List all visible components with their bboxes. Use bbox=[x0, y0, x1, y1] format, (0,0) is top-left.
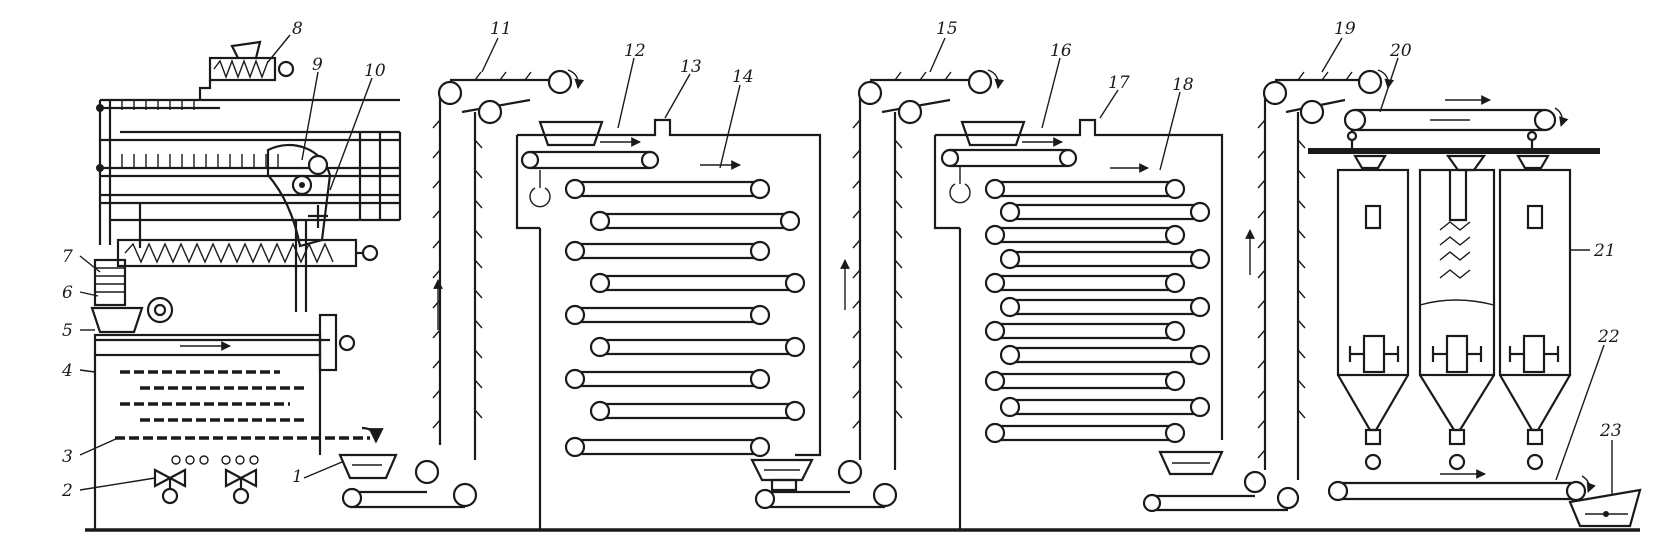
label-18: 18 bbox=[1172, 75, 1194, 95]
bucket-elevator-2 bbox=[754, 69, 1005, 510]
label-17: 17 bbox=[1108, 73, 1130, 93]
leader-lines bbox=[79, 34, 1613, 495]
label-4: 4 bbox=[61, 361, 73, 381]
bucket-elevator-1 bbox=[341, 69, 585, 509]
label-2: 2 bbox=[61, 481, 73, 501]
dryer-1 bbox=[515, 118, 822, 530]
label-11: 11 bbox=[490, 19, 512, 39]
label-6: 6 bbox=[62, 283, 73, 303]
dryer-2 bbox=[933, 118, 1224, 530]
storage-bins bbox=[1308, 95, 1642, 528]
label-20: 20 bbox=[1389, 41, 1412, 61]
label-7: 7 bbox=[62, 247, 73, 267]
washing-machine bbox=[90, 40, 402, 530]
label-10: 10 bbox=[364, 61, 386, 81]
label-16: 16 bbox=[1050, 41, 1072, 61]
bucket-elevator-3 bbox=[1142, 69, 1395, 513]
label-3: 3 bbox=[62, 447, 73, 467]
label-23: 23 bbox=[1599, 421, 1622, 441]
label-5: 5 bbox=[62, 321, 73, 341]
label-12: 12 bbox=[624, 41, 646, 61]
label-22: 22 bbox=[1597, 327, 1620, 347]
label-15: 15 bbox=[936, 19, 958, 39]
label-9: 9 bbox=[312, 55, 323, 75]
label-14: 14 bbox=[732, 67, 754, 87]
label-19: 19 bbox=[1334, 19, 1356, 39]
label-8: 8 bbox=[292, 19, 303, 39]
label-1: 1 bbox=[292, 467, 303, 487]
label-21: 21 bbox=[1593, 241, 1616, 261]
label-13: 13 bbox=[680, 57, 702, 77]
